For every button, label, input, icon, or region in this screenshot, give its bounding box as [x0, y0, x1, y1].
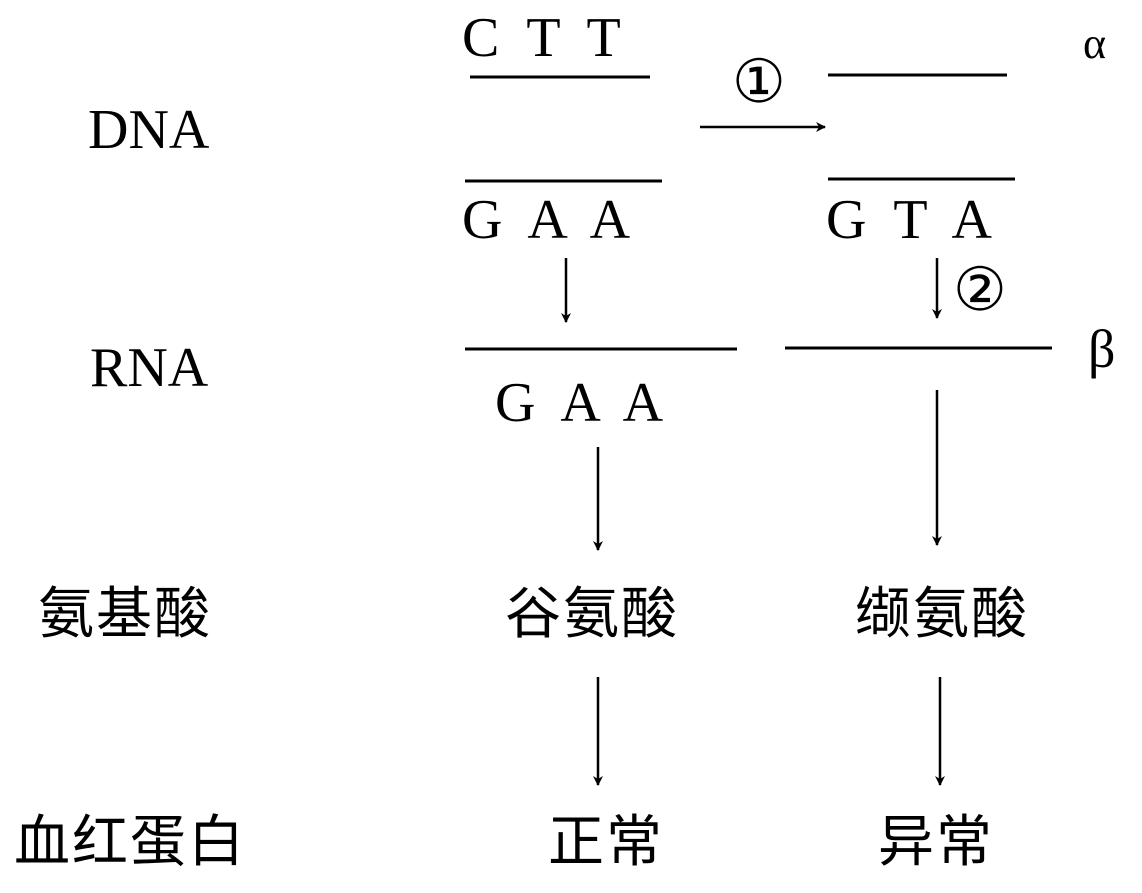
- mutant-dna-bottom-bases: G T A: [826, 189, 992, 251]
- step-1-marker: ①: [732, 49, 786, 115]
- normal-dna-bottom-bases: G A A: [462, 189, 631, 251]
- alpha-label: α: [1083, 19, 1107, 68]
- row-label-amino-acid: 氨基酸: [38, 584, 212, 646]
- mutant-amino-acid: 缬氨酸: [855, 584, 1029, 646]
- row-label-hemoglobin: 血红蛋白: [14, 812, 246, 874]
- step-2-marker: ②: [953, 257, 1007, 323]
- beta-label: β: [1088, 319, 1116, 379]
- row-label-dna: DNA: [88, 99, 210, 161]
- mutant-hemoglobin: 异常: [878, 812, 994, 874]
- normal-amino-acid: 谷氨酸: [505, 584, 679, 646]
- normal-rna-bases: G A A: [495, 372, 664, 434]
- normal-dna-top-bases: C T T: [462, 7, 621, 69]
- row-label-rna: RNA: [90, 337, 209, 399]
- normal-hemoglobin: 正常: [548, 812, 664, 874]
